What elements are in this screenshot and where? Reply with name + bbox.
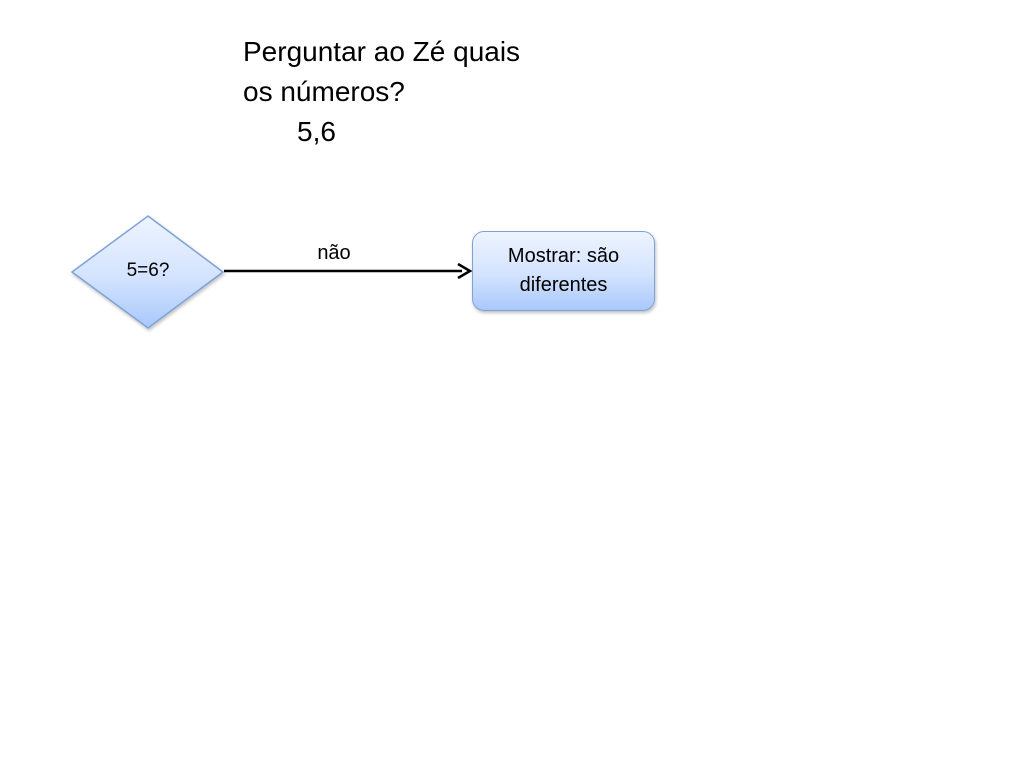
question-line-2: os números? — [243, 76, 405, 107]
decision-diamond — [70, 215, 225, 329]
decision-label: 5=6? — [126, 260, 170, 281]
question-answer: 5,6 — [297, 116, 336, 147]
connector-arrowhead — [457, 262, 473, 280]
process-label: Mostrar: são diferentes — [507, 245, 620, 296]
edge-label-no: não — [317, 242, 351, 264]
question-line-1: Perguntar ao Zé quais — [243, 36, 521, 67]
process-box-show-different: Mostrar: são diferentes — [472, 231, 655, 311]
question-text: Perguntar ao Zé quais os números? 5,6 — [243, 32, 583, 152]
